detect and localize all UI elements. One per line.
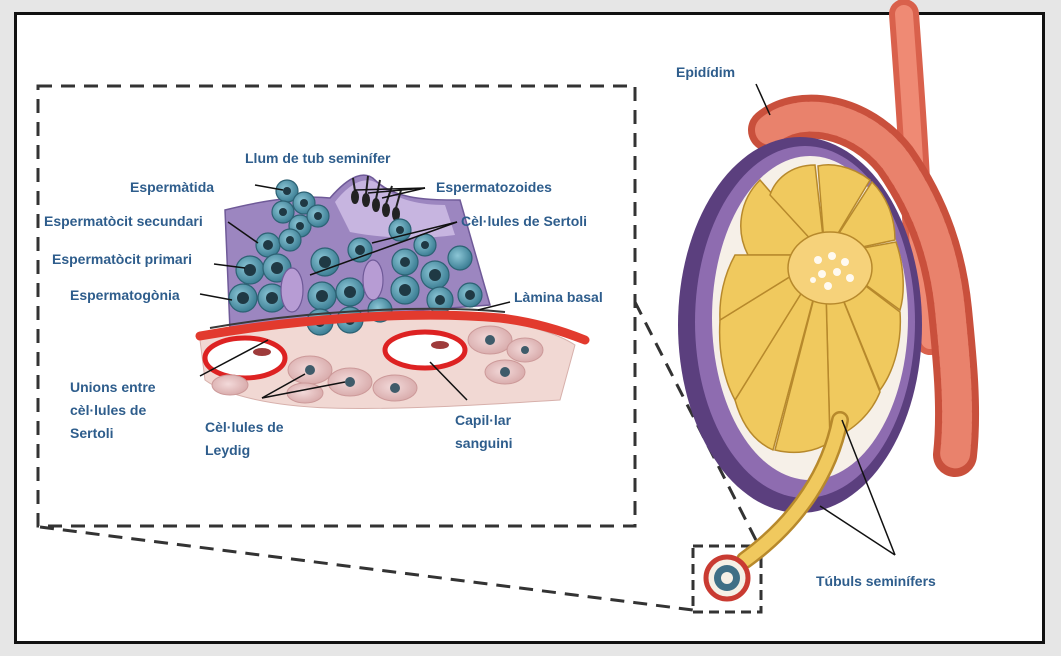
label-epididim: Epidídim bbox=[676, 64, 735, 80]
label-unions-3: Sertoli bbox=[70, 425, 114, 441]
label-espermatocit-primari: Espermatòcit primari bbox=[52, 251, 192, 267]
label-espermatocit-secundari: Espermatòcit secundari bbox=[44, 213, 203, 229]
label-llum-tub: Llum de tub seminífer bbox=[245, 150, 391, 166]
label-unions-2: cèl·lules de bbox=[70, 402, 146, 418]
zoom-connector-bottom bbox=[40, 527, 693, 610]
label-leydig-2: Leydig bbox=[205, 442, 250, 458]
label-leydig-1: Cèl·lules de bbox=[205, 419, 284, 435]
label-capillar-2: sanguini bbox=[455, 435, 513, 451]
label-tubuls: Túbuls seminífers bbox=[816, 573, 936, 589]
label-capillar-1: Capil·lar bbox=[455, 412, 512, 428]
label-espermatida: Espermàtida bbox=[130, 179, 214, 195]
label-unions-1: Unions entre bbox=[70, 379, 156, 395]
label-sertoli: Cèl·lules de Sertoli bbox=[461, 213, 587, 229]
label-lamina-basal: Làmina basal bbox=[514, 289, 603, 305]
label-espermatozoides: Espermatozoides bbox=[436, 179, 552, 195]
label-espermatogonia: Espermatogònia bbox=[70, 287, 180, 303]
testis-illustration bbox=[678, 14, 957, 599]
capillary-left bbox=[205, 338, 285, 378]
capillary-right bbox=[385, 332, 465, 368]
